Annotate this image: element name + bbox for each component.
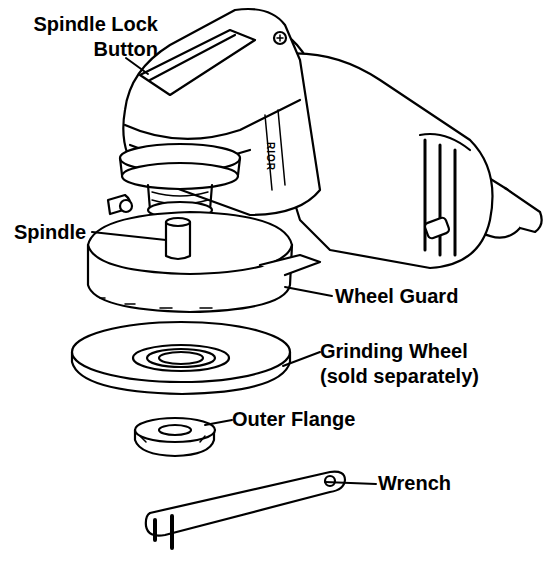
- wheel-guard: [88, 212, 320, 312]
- part-label: Spindle Lock Button: [4, 12, 158, 62]
- spindle-collar: [108, 144, 240, 218]
- part-label: Spindle: [14, 220, 134, 245]
- spindle: [166, 218, 190, 259]
- brand-mark: RIOR: [264, 142, 276, 202]
- grinding-wheel: [72, 322, 290, 394]
- part-label: Wrench: [378, 471, 528, 496]
- wrench: [146, 472, 345, 548]
- part-label: Outer Flange: [232, 407, 432, 432]
- outer-flange: [135, 418, 215, 456]
- part-label: Wheel Guard: [335, 284, 535, 309]
- part-label: Grinding Wheel (sold separately): [320, 339, 500, 389]
